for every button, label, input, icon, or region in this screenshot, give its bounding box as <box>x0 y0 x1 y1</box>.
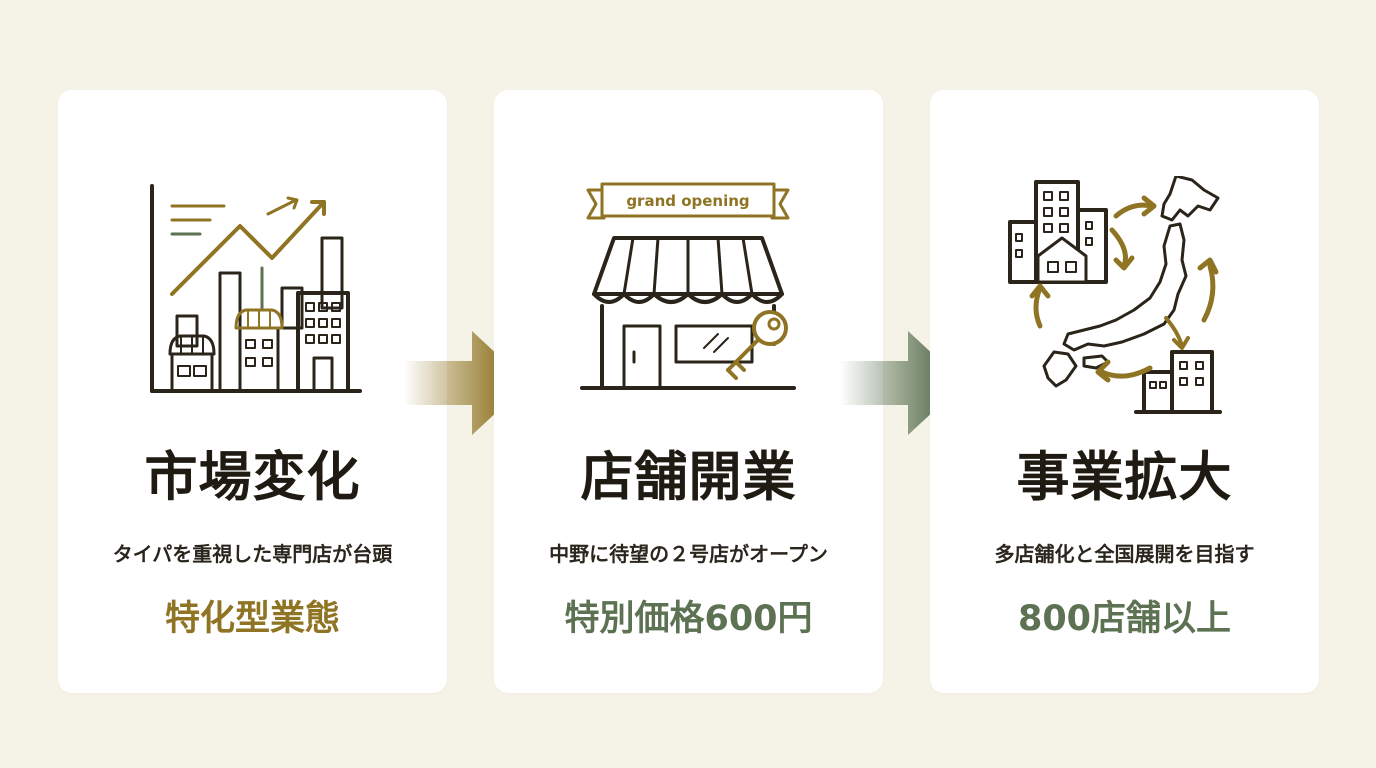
step-highlight: 特化型業態 <box>164 599 340 639</box>
step-title: 事業拡大 <box>1016 446 1233 508</box>
step-subtitle: 中野に待望の２号店がオープン <box>549 542 828 566</box>
step-title: 市場変化 <box>144 446 361 508</box>
store-opening-icon: grand opening <box>580 182 796 390</box>
step-card-store-opening: grand opening 店舗開業 中野に待望の２号店がオープン 特別価格60… <box>494 90 883 693</box>
market-growth-icon <box>150 184 362 393</box>
nationwide-expansion-icon <box>1008 176 1222 414</box>
step-title: 店舗開業 <box>580 446 797 508</box>
step-card-business-expansion: 事業拡大 多店舗化と全国展開を目指す 800店舗以上 <box>930 90 1319 693</box>
step-highlight: 特別価格600円 <box>564 599 813 639</box>
step-highlight: 800店舗以上 <box>1017 599 1232 639</box>
banner-text: grand opening <box>626 192 749 210</box>
step-subtitle: 多店舗化と全国展開を目指す <box>994 542 1255 566</box>
step-subtitle: タイパを重視した専門店が台頭 <box>112 542 393 566</box>
step-card-market-change: 市場変化 タイパを重視した専門店が台頭 特化型業態 <box>58 90 447 693</box>
